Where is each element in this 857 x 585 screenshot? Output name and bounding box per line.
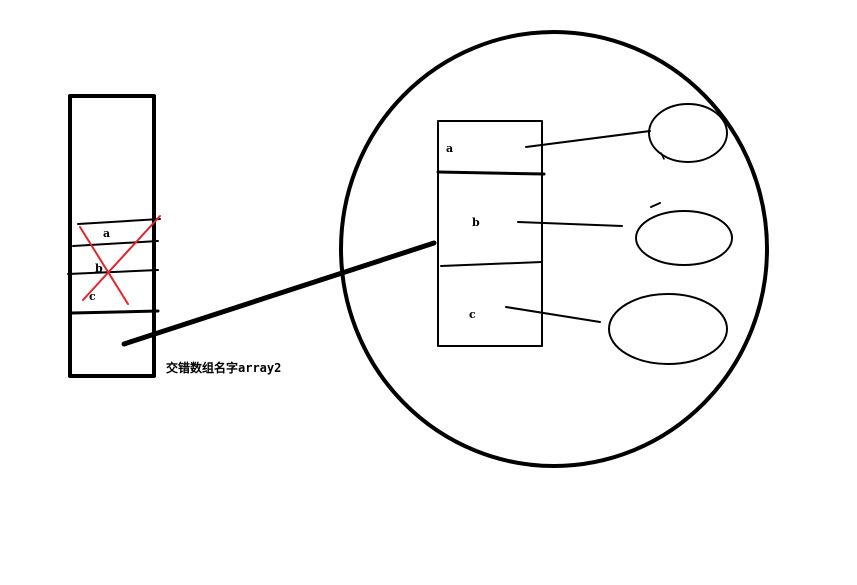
zoom-cell-label-a: a [446, 142, 453, 155]
sub-array-oval-a [648, 103, 728, 163]
left-array: a b c 交错数组名字array2 [67, 94, 281, 378]
array-name-caption: 交错数组名字array2 [166, 360, 281, 375]
left-cell-divider-top [77, 218, 161, 225]
left-array-frame [68, 94, 156, 378]
sub-array-pointer-c [505, 306, 601, 323]
zoom-array-frame [437, 120, 543, 347]
zoom-circle [339, 30, 769, 468]
sub-array-pointer-b [517, 221, 623, 227]
left-cell-divider-bottom [70, 309, 160, 315]
zoom-cell-divider-b-c [440, 261, 543, 267]
left-cell-label-a: a [103, 227, 110, 240]
zoom-view: a b c [339, 30, 769, 468]
reference-pointer-line [121, 240, 437, 347]
zoom-cell-divider-a-b [436, 170, 546, 176]
sub-array-oval-b [635, 210, 733, 266]
left-cell-label-b: b [95, 262, 103, 275]
left-cell-divider-b-c [67, 269, 159, 275]
stray-pen-mark-small [660, 152, 665, 160]
cross-out-stroke-2 [82, 215, 161, 301]
left-cell-label-c: c [89, 290, 96, 303]
left-cell-divider-a-b [72, 240, 159, 247]
zoom-cell-label-b: b [472, 216, 480, 229]
sub-array-oval-c [608, 293, 728, 365]
sub-array-pointer-a [525, 130, 651, 148]
stray-pen-mark [650, 202, 661, 208]
zoom-cell-label-c: c [469, 308, 476, 321]
cross-out-mark [79, 215, 161, 305]
cross-out-stroke-1 [79, 226, 129, 305]
